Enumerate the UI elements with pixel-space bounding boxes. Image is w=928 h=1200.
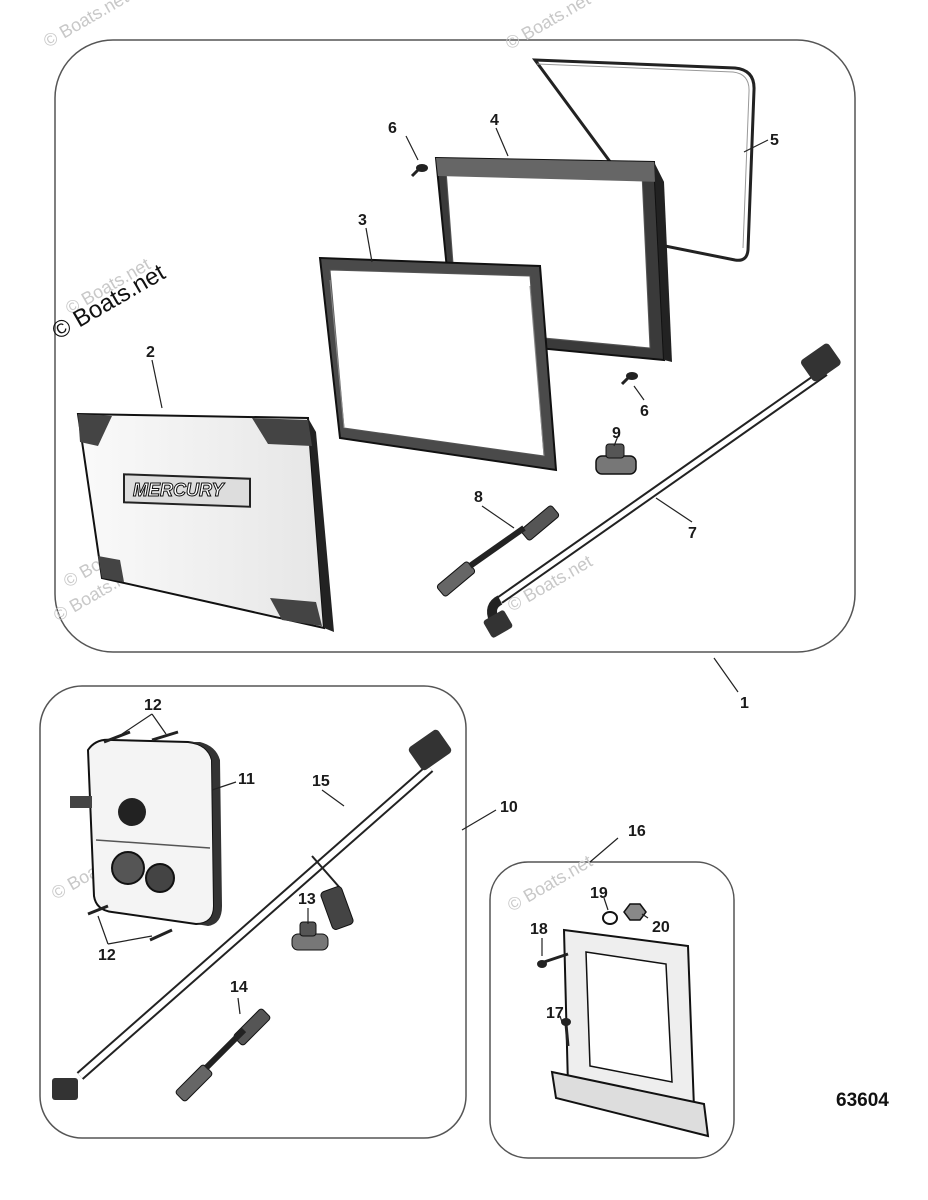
part-13-tee	[291, 921, 329, 951]
part-14-connector	[175, 1008, 271, 1102]
watermark: © Boats.net	[504, 851, 596, 915]
mercury-logo-plate	[123, 473, 251, 508]
callout-14: 14	[230, 979, 248, 996]
callout-12-lower: 12	[98, 947, 116, 964]
part-12-screws	[87, 730, 179, 942]
mercury-logo-text: MERCURY	[133, 480, 226, 500]
part-9-tee	[595, 443, 637, 475]
assembly-10-boundary	[39, 685, 467, 1139]
part-7-cable	[483, 343, 841, 638]
assembly-1-boundary	[54, 39, 856, 653]
callout-1: 1	[740, 695, 749, 712]
part-8-connector	[436, 505, 560, 597]
callout-10: 10	[500, 799, 518, 816]
callout-20: 20	[652, 919, 670, 936]
callout-12-upper: 12	[144, 697, 162, 714]
callout-11: 11	[238, 771, 255, 788]
part-17-screw	[561, 1018, 571, 1047]
part-15-cable	[52, 729, 452, 1100]
part-18-bolt	[537, 952, 569, 968]
callout-2: 2	[146, 344, 155, 361]
callout-4: 4	[490, 112, 499, 129]
callout-17: 17	[546, 1005, 564, 1022]
callout-8: 8	[474, 489, 483, 506]
assembly-16-boundary	[489, 861, 735, 1159]
part-5-seal	[531, 58, 756, 262]
part-6-screw-upper	[410, 164, 428, 178]
callout-5: 5	[770, 132, 779, 149]
part-11-mount-cover	[70, 738, 222, 926]
part-2-sun-cover: MERCURY	[76, 412, 334, 632]
callout-6-lower: 6	[640, 403, 649, 420]
callout-18: 18	[530, 921, 548, 938]
part-20-nut	[623, 903, 647, 921]
callout-19: 19	[590, 885, 608, 902]
callout-15: 15	[312, 773, 330, 790]
callout-labels: 1 2 3 4 5 6 6 7 8 9 10 11 12 12 13 14 15…	[98, 112, 779, 1022]
part-16-bracket	[550, 928, 710, 1138]
part-3-frame	[318, 256, 558, 472]
callout-9: 9	[612, 425, 621, 442]
part-19-washer	[602, 911, 618, 925]
watermark: © Boats.net	[502, 0, 594, 53]
callout-6-upper: 6	[388, 120, 397, 137]
leader-lines	[97, 127, 769, 1023]
part-6-screw-lower	[620, 372, 638, 386]
watermark: © Boats.net	[40, 0, 132, 51]
diagram-id: 63604	[836, 1090, 889, 1111]
callout-13: 13	[298, 891, 316, 908]
callout-3: 3	[358, 212, 367, 229]
callout-7: 7	[688, 525, 697, 542]
callout-16: 16	[628, 823, 646, 840]
